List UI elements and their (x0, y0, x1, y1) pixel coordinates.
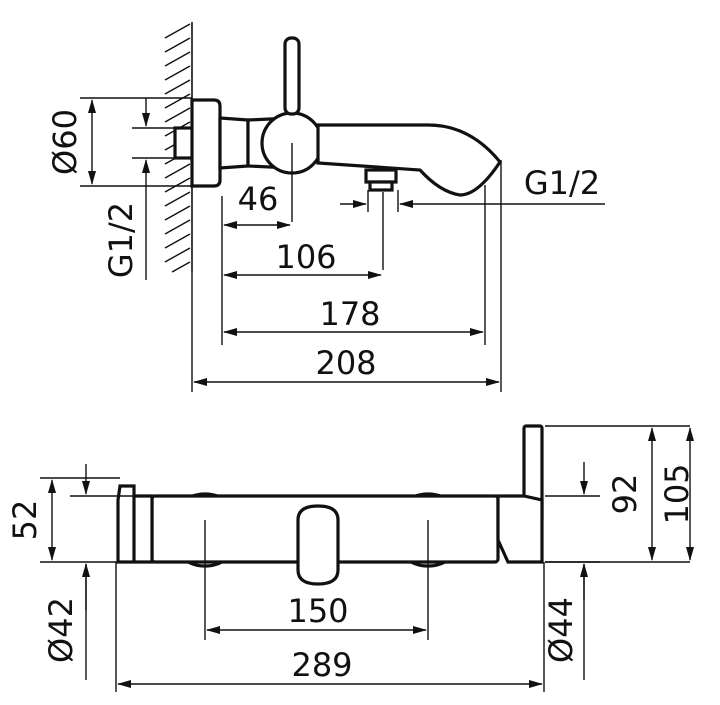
dim-dia44: Ø44 (542, 597, 580, 663)
side-view: Ø60 G1/2 46 G1/2 106 178 208 (46, 22, 605, 392)
dim-dia60: Ø60 (46, 109, 84, 175)
dim-178: 178 (319, 295, 380, 333)
dim-g12-right: G1/2 (524, 164, 600, 202)
wall-flange (190, 98, 250, 188)
dim-150: 150 (287, 592, 348, 630)
diverter (364, 168, 398, 192)
dim-289: 289 (291, 646, 352, 684)
dim-106: 106 (275, 238, 336, 276)
front-spout (296, 504, 340, 586)
front-view: 52 Ø42 150 289 92 105 Ø44 (6, 424, 696, 692)
wall-hatching (164, 22, 193, 273)
dim-208: 208 (315, 344, 376, 382)
dim-g12-left: G1/2 (102, 202, 140, 278)
dim-dia42: Ø42 (42, 597, 80, 663)
dim-52: 52 (6, 500, 44, 541)
spout (316, 123, 502, 197)
mixer-body (246, 36, 324, 175)
dim-105: 105 (658, 463, 696, 524)
front-lever (496, 424, 544, 564)
dim-92: 92 (606, 474, 644, 515)
dim-46: 46 (238, 180, 279, 218)
